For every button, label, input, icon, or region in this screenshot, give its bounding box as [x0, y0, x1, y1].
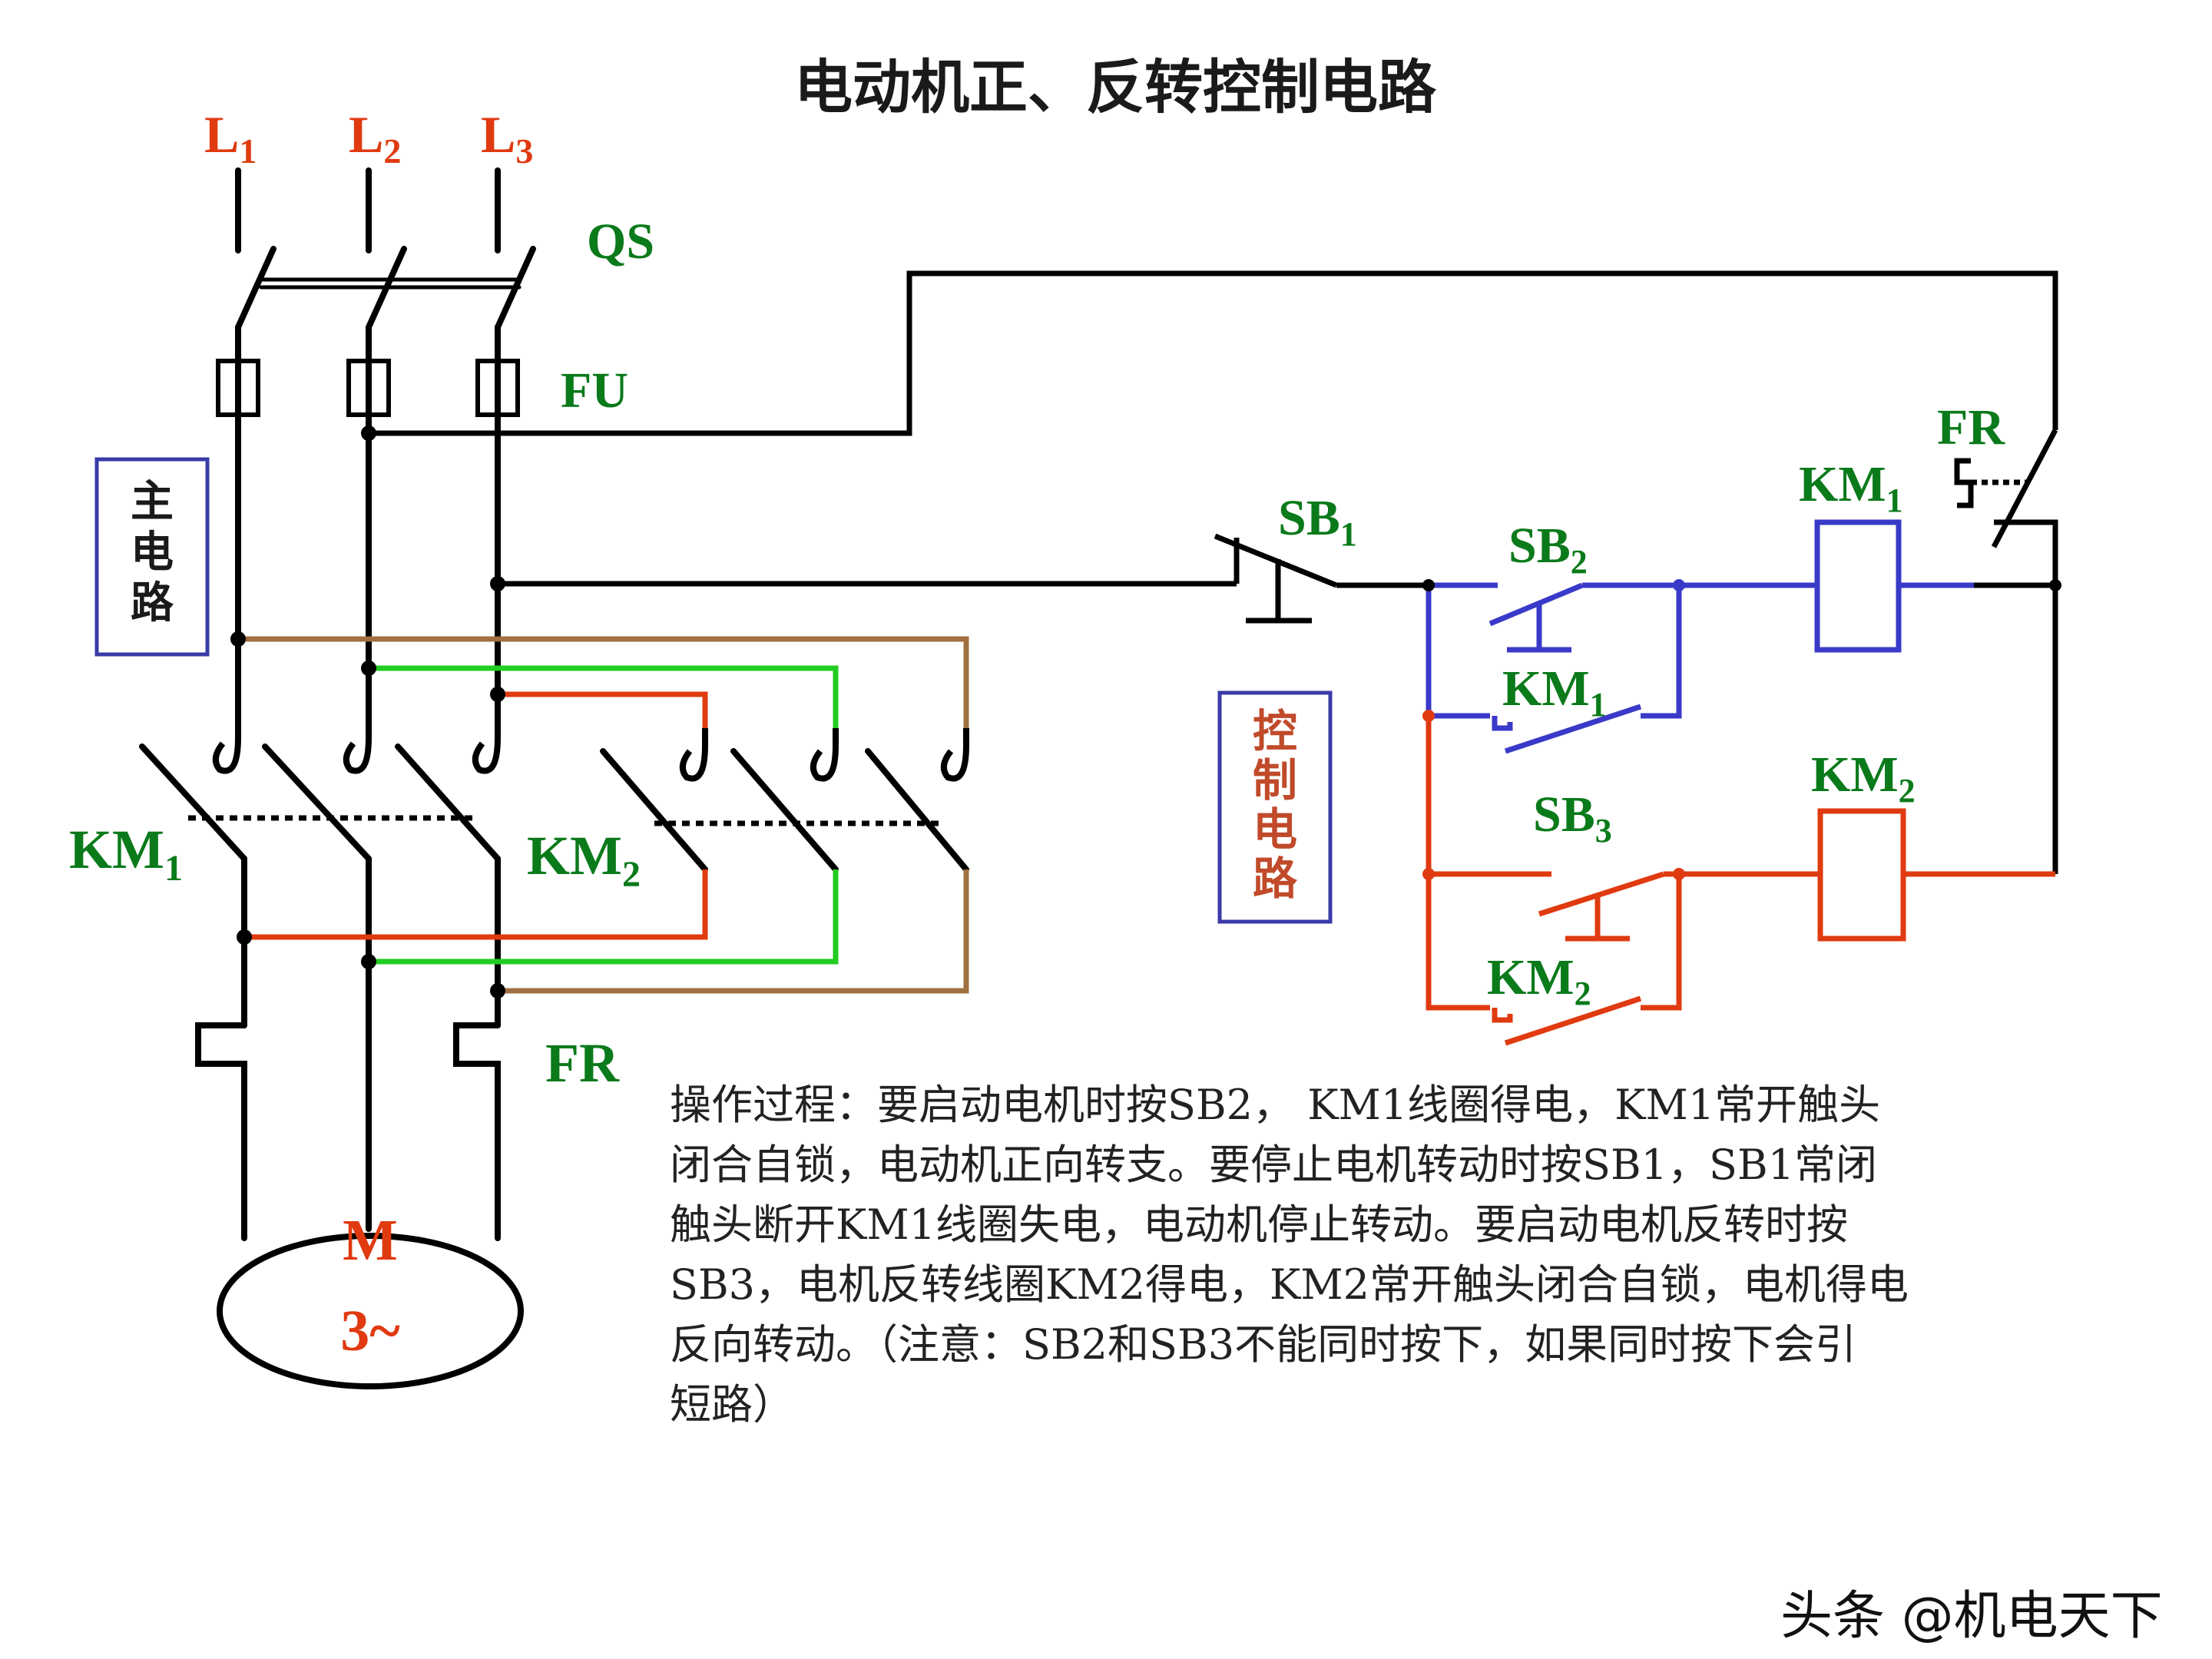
- main-circuit-box-char-3: 路: [131, 580, 174, 628]
- label-km2-aux: KM2: [1487, 949, 1591, 1012]
- control-circuit-box-char-4: 路: [1253, 854, 1298, 904]
- contact-hooks: [212, 722, 969, 782]
- control-circuit-box-char-2: 制: [1253, 756, 1297, 806]
- control-junction-dots: [1422, 579, 2061, 880]
- label-sb1: SB1: [1278, 490, 1357, 553]
- label-fu: FU: [561, 363, 628, 419]
- description-line-4: SB3，电机反转线圈KM2得电，KM2常开触头闭合自锁，电机得电: [670, 1260, 1909, 1309]
- label-l1: L1: [204, 105, 257, 171]
- label-km1-main: KM1: [69, 819, 183, 889]
- description-line-3: 触头断开KM1线圈失电，电动机停止转动。要启动电机反转时按: [670, 1200, 1848, 1249]
- watermark: 头条 @机电天下: [1780, 1586, 2163, 1647]
- label-km2-main: KM2: [527, 825, 641, 895]
- main-circuit-box-char-2: 电: [131, 529, 174, 577]
- km1-control-branch: [1426, 519, 2055, 754]
- description-line-2: 闭合自锁，电动机正向转支。要停止电机转动时按SB1，SB1常闭: [670, 1141, 1878, 1189]
- control-circuit-box-char-3: 电: [1253, 805, 1297, 855]
- label-l3: L3: [481, 105, 533, 171]
- label-fr-ctrl: FR: [1937, 399, 2005, 455]
- label-km1-coil: KM1: [1799, 456, 1903, 519]
- description-line-6: 短路）: [670, 1380, 794, 1429]
- control-circuit-box: [1217, 690, 1333, 924]
- motor-phase-label: 3~: [340, 1299, 400, 1363]
- main-circuit-box-char-1: 主: [131, 478, 174, 526]
- label-km1-aux: KM1: [1502, 661, 1607, 724]
- control-circuit-black: [369, 270, 2058, 874]
- crossover-wires: [238, 636, 969, 994]
- operation-description: 操作过程：要启动电机时按SB2， KM1线圈得电，KM1常开触头 闭合自锁，电动…: [670, 1075, 2114, 1435]
- label-fr-main: FR: [545, 1032, 620, 1094]
- page-title: 电动机正、反转控制电路: [794, 56, 1437, 121]
- motor: [217, 1233, 524, 1389]
- km2-control-branch: [1426, 716, 2055, 1046]
- label-sb3: SB3: [1533, 786, 1612, 849]
- control-circuit-box-char-1: 控: [1253, 707, 1297, 757]
- label-sb2: SB2: [1508, 518, 1588, 581]
- main-circuit-box: [94, 457, 210, 657]
- junction-dots: [230, 426, 505, 998]
- description-line-1: 操作过程：要启动电机时按SB2， KM1线圈得电，KM1常开触头: [670, 1081, 1881, 1129]
- motor-label: M: [343, 1208, 398, 1273]
- label-qs: QS: [587, 214, 654, 270]
- label-km2-coil: KM2: [1811, 747, 1916, 810]
- description-line-5: 反向转动。（注意：SB2和SB3不能同时按下，如果同时按下会引: [670, 1320, 1857, 1369]
- label-l2: L2: [349, 105, 401, 171]
